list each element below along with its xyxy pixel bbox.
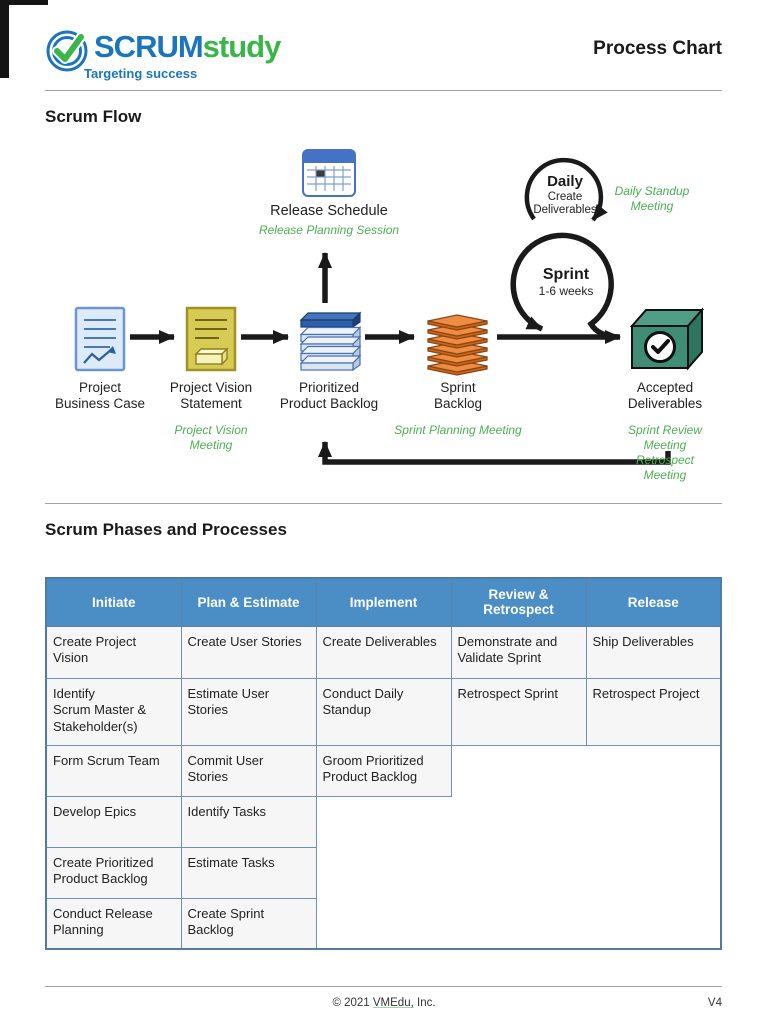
table-cell: Create User Stories	[180, 625, 317, 679]
logo-scrum-text: SCRUM	[94, 29, 204, 64]
scrum-flow-diagram: Release Schedule Release Planning Sessio…	[0, 140, 768, 505]
table-header-row: Initiate Plan & Estimate Implement Revie…	[45, 577, 722, 627]
node-label-project-business-case: Project Business Case	[54, 380, 146, 412]
node-label-prioritized-product-backlog: Prioritized Product Backlog	[279, 380, 379, 412]
empty-cell	[586, 745, 721, 796]
daily-loop-label: Daily Create Deliverables	[533, 173, 596, 218]
table-cell: Demonstrate and Validate Sprint	[450, 625, 587, 679]
page-title: Process Chart	[593, 38, 722, 59]
empty-cell	[586, 847, 721, 898]
node-label-project-vision-statement: Project Vision Statement	[169, 380, 253, 412]
table-row: Form Scrum Team Commit User Stories Groo…	[45, 744, 721, 797]
sprint-duration: 1-6 weeks	[538, 284, 594, 299]
empty-cell	[451, 745, 586, 796]
table-section-title: Scrum Phases and Processes	[45, 520, 287, 539]
section-divider	[45, 503, 722, 504]
empty-cell	[451, 898, 586, 949]
header-divider	[45, 90, 722, 91]
version-label: V4	[707, 997, 722, 1009]
project-vision-meeting-label: Project Vision Meeting	[174, 423, 248, 452]
table-row: Identify Scrum Master & Stakeholder(s) E…	[45, 677, 722, 746]
empty-cell	[586, 898, 721, 949]
orange-stack-icon	[427, 314, 488, 376]
check-circle-icon	[46, 30, 88, 72]
sprint-loop-label: Sprint 1-6 weeks	[539, 265, 594, 299]
column-header-review-retrospect: Review & Retrospect	[450, 577, 587, 627]
table-cell: Ship Deliverables	[585, 625, 722, 679]
table-cell: Commit User Stories	[180, 744, 317, 797]
empty-cell	[451, 847, 586, 898]
column-header-plan-estimate: Plan & Estimate	[180, 577, 317, 627]
release-planning-session-label: Release Planning Session	[258, 223, 400, 237]
column-header-initiate: Initiate	[45, 577, 182, 627]
table-row: Conduct Release Planning Create Sprint B…	[45, 897, 721, 950]
table-cell: Groom Prioritized Product Backlog	[315, 744, 452, 797]
table-row: Create Prioritized Product Backlog Estim…	[45, 846, 721, 899]
vision-document-icon	[185, 306, 237, 372]
table-cell: Create Deliverables	[315, 625, 452, 679]
node-label-accepted-deliverables: Accepted Deliverables	[627, 380, 703, 412]
phases-table: Initiate Plan & Estimate Implement Revie…	[45, 577, 722, 950]
vmedu-link[interactable]: VMEdu,	[372, 997, 414, 1009]
feedback-arrow	[318, 441, 671, 465]
cube-check-icon	[629, 307, 705, 371]
empty-cell	[316, 796, 451, 847]
copyright-prefix: © 2021	[332, 997, 373, 1009]
page-edge-shadow-left	[0, 0, 9, 78]
blue-stack-top-slab	[299, 311, 362, 329]
calendar-icon	[302, 149, 356, 197]
table-cell: Create Sprint Backlog	[180, 897, 317, 950]
table-cell: Estimate User Stories	[180, 677, 317, 746]
daily-subtitle-1: Create	[547, 190, 583, 203]
sprint-review-meeting-label: Sprint Review Meeting Retrospect Meeting	[627, 423, 703, 482]
sprint-loop-icon	[510, 232, 619, 340]
release-schedule-label: Release Schedule	[270, 203, 388, 219]
table-row: Create Project Vision Create User Storie…	[45, 625, 722, 679]
table-cell: Estimate Tasks	[180, 846, 317, 899]
page-edge-shadow-top	[0, 0, 48, 5]
logo-wordmark: SCRUMstudy	[94, 29, 282, 65]
daily-subtitle-2: Deliverables	[533, 204, 597, 217]
table-cell: Retrospect Project	[585, 677, 722, 746]
empty-cell	[316, 898, 451, 949]
empty-cell	[316, 847, 451, 898]
sprint-title: Sprint	[542, 266, 590, 283]
table-cell: Conduct Release Planning	[45, 897, 182, 950]
document-chart-icon	[74, 306, 126, 372]
blue-stack-icon	[299, 311, 362, 372]
scrumstudy-logo	[45, 27, 93, 78]
daily-standup-meeting-label: Daily Standup Meeting	[614, 184, 690, 213]
table-cell: Create Project Vision	[45, 625, 182, 679]
daily-title: Daily	[547, 173, 583, 190]
column-header-implement: Implement	[315, 577, 452, 627]
sprint-planning-meeting-label: Sprint Planning Meeting	[394, 423, 522, 437]
copyright-suffix: Inc.	[413, 997, 436, 1009]
node-label-sprint-backlog: Sprint Backlog	[433, 380, 483, 412]
table-cell: Retrospect Sprint	[450, 677, 587, 746]
empty-cell	[451, 796, 586, 847]
flow-section-title: Scrum Flow	[45, 107, 142, 126]
table-row: Develop Epics Identify Tasks	[45, 795, 721, 848]
table-cell: Develop Epics	[45, 795, 182, 848]
empty-cell	[586, 796, 721, 847]
logo-study-text: study	[202, 29, 282, 64]
table-cell: Identify Scrum Master & Stakeholder(s)	[45, 677, 182, 746]
footer-copyright: © 2021 VMEdu, Inc.	[0, 997, 768, 1009]
table-cell: Identify Tasks	[180, 795, 317, 848]
table-cell: Create Prioritized Product Backlog	[45, 846, 182, 899]
footer-divider	[45, 986, 722, 987]
logo-tagline: Targeting success	[84, 66, 198, 81]
table-cell: Conduct Daily Standup	[315, 677, 452, 746]
table-cell: Form Scrum Team	[45, 744, 182, 797]
daily-loop-icon	[524, 157, 608, 222]
column-header-release: Release	[585, 577, 722, 627]
